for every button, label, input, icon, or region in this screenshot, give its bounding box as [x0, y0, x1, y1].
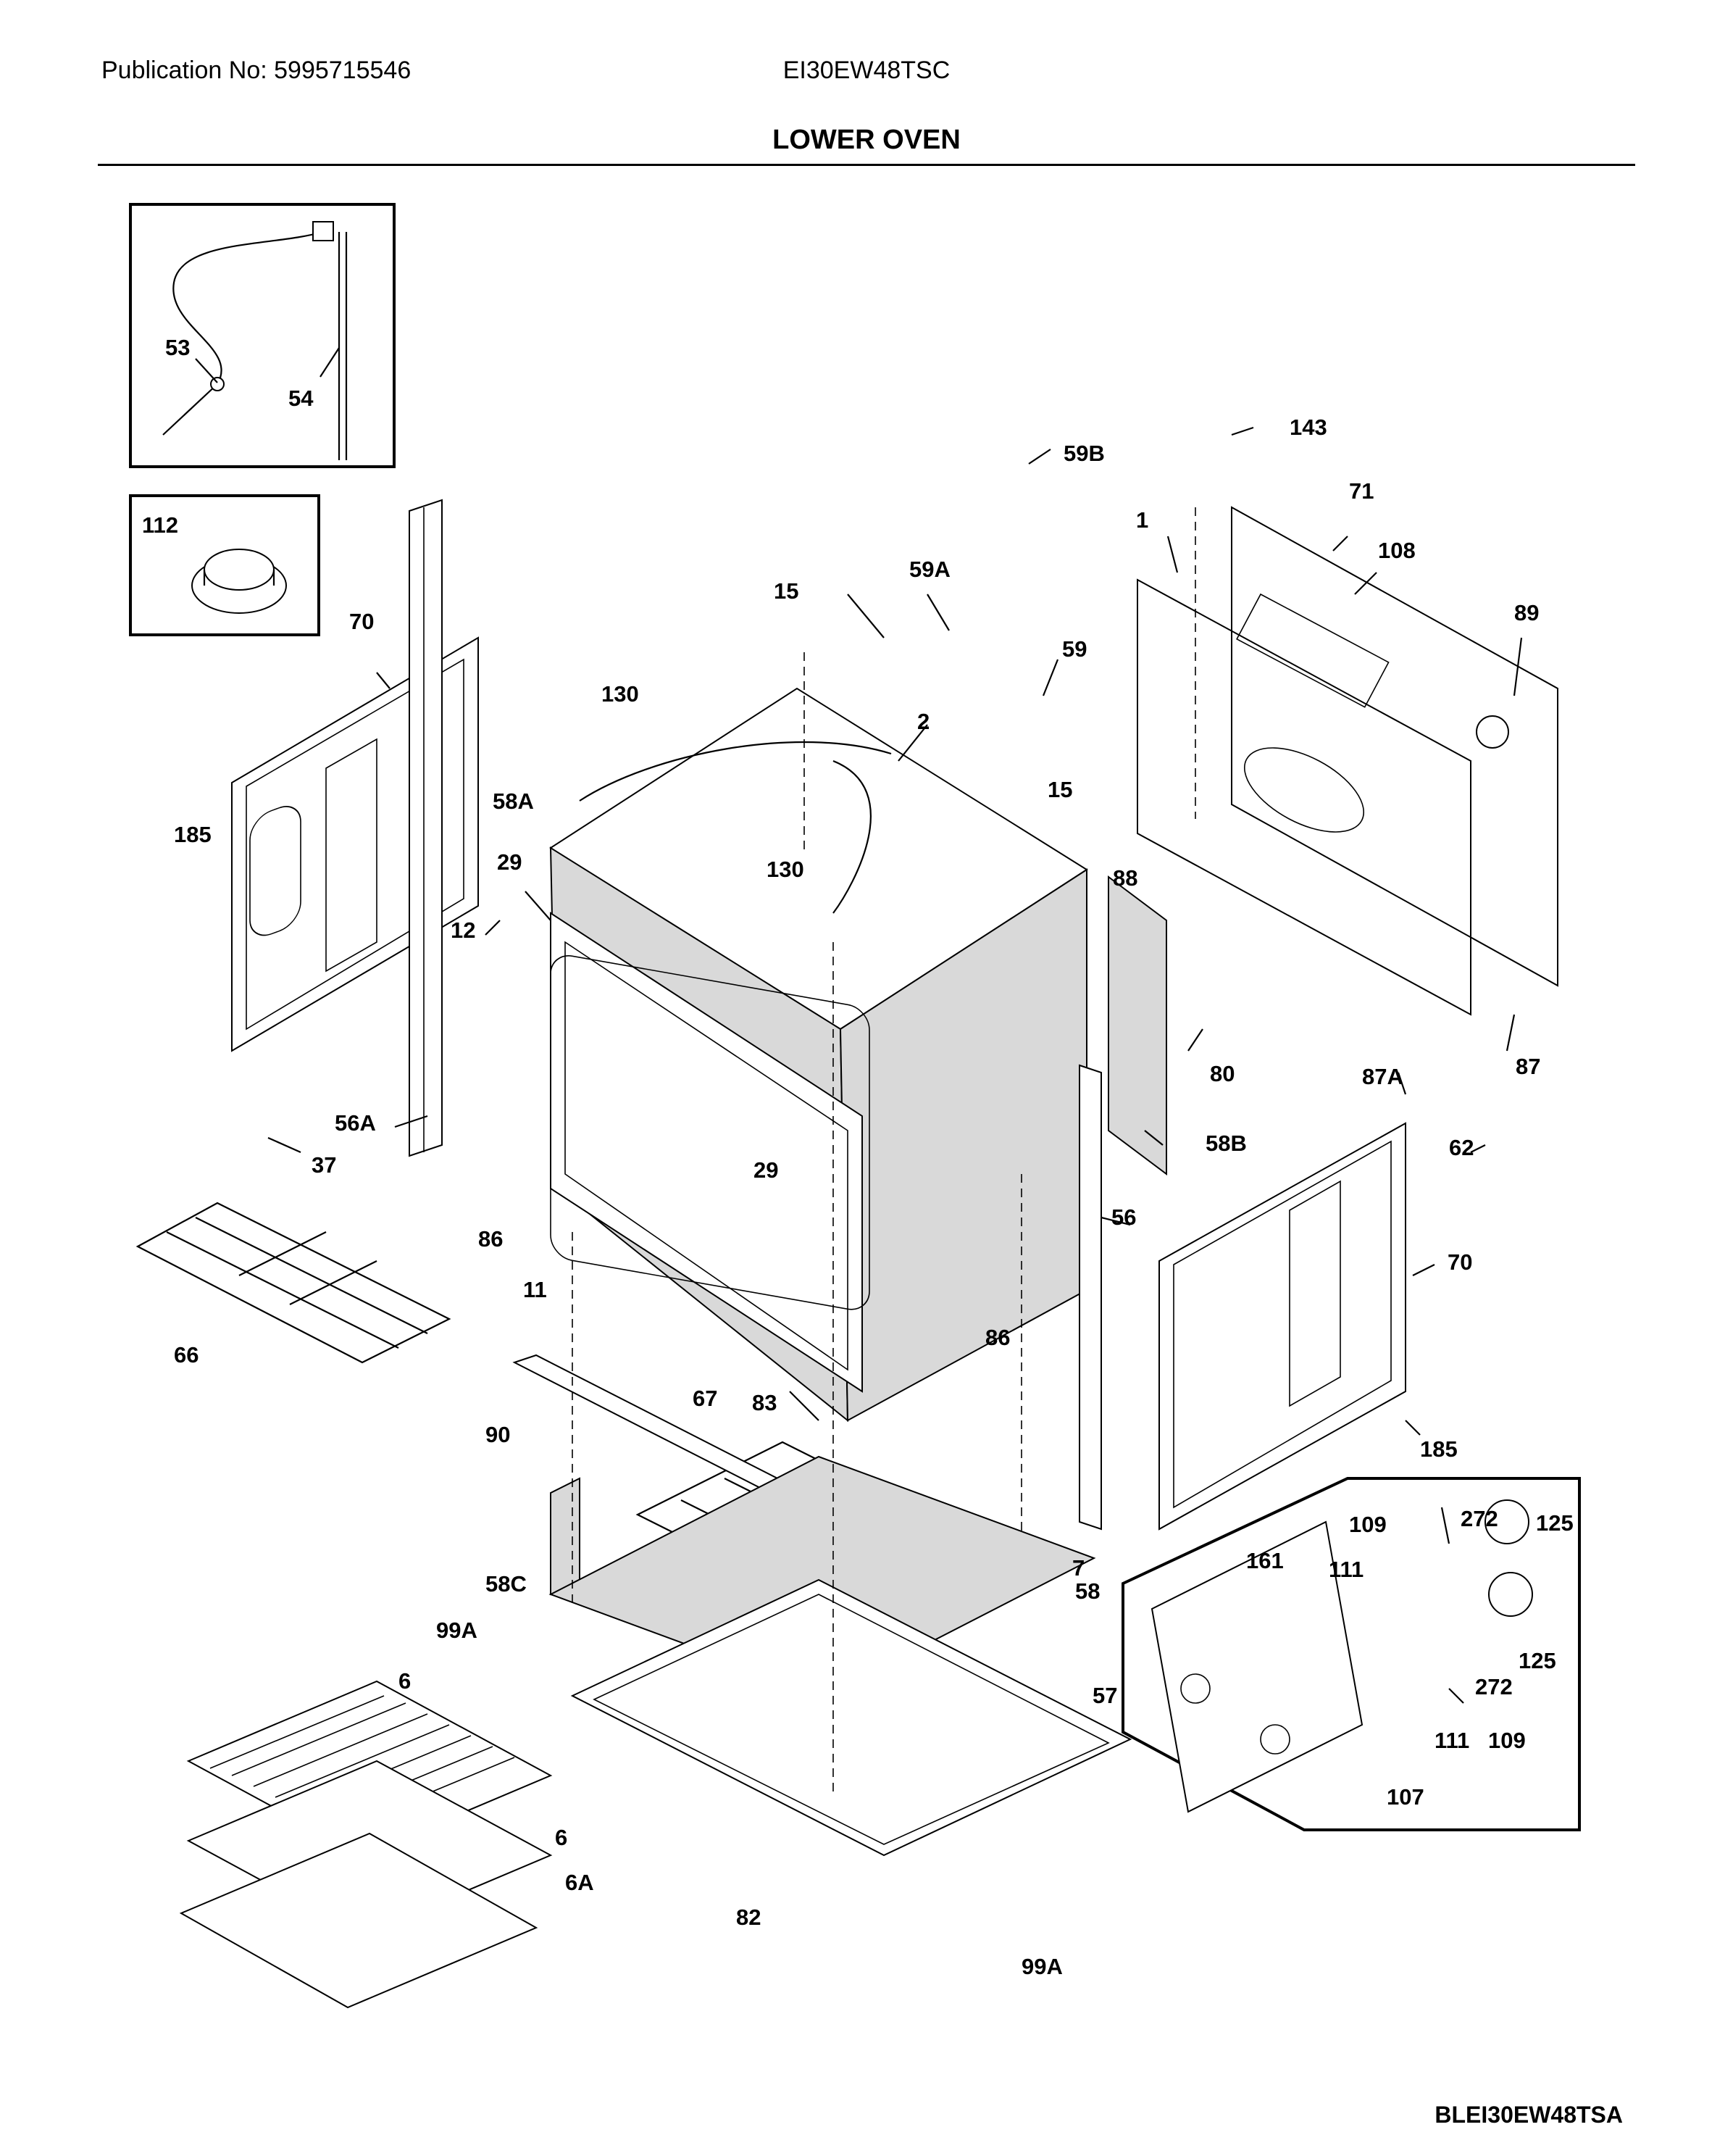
- label-57: 57: [1093, 1683, 1117, 1708]
- publication-number: Publication No: 5995715546: [101, 57, 412, 84]
- label-143: 143: [1290, 415, 1327, 440]
- label-88: 88: [1113, 865, 1137, 891]
- bottom-tray-82: [570, 1578, 1132, 1857]
- label-272-top: 272: [1461, 1506, 1498, 1531]
- label-86-right: 86: [985, 1325, 1010, 1350]
- label-15-left: 15: [774, 578, 798, 604]
- label-125-bottom: 125: [1519, 1648, 1556, 1673]
- label-29-door: 29: [753, 1157, 778, 1183]
- label-6-mid: 6: [555, 1825, 567, 1850]
- label-11: 11: [523, 1277, 547, 1302]
- label-185-right: 185: [1420, 1436, 1458, 1462]
- front-trim-56: [1079, 1064, 1102, 1531]
- label-109-top: 109: [1349, 1512, 1387, 1537]
- label-89: 89: [1514, 600, 1539, 625]
- label-130-mid: 130: [767, 857, 804, 882]
- label-86-left: 86: [478, 1226, 503, 1252]
- label-185-left: 185: [174, 822, 212, 847]
- label-2: 2: [917, 709, 930, 734]
- label-6a: 6A: [565, 1870, 594, 1895]
- label-6-top: 6: [398, 1668, 411, 1694]
- label-7: 7: [1072, 1555, 1085, 1581]
- door-frame-seal-58b: [1108, 875, 1167, 1175]
- label-83: 83: [752, 1390, 777, 1415]
- label-67: 67: [693, 1386, 717, 1411]
- leader-lines: [195, 347, 1523, 1704]
- label-107: 107: [1387, 1784, 1424, 1810]
- title-divider: [98, 164, 1635, 166]
- label-90: 90: [485, 1422, 510, 1447]
- alignment-lines: [572, 507, 1196, 1797]
- label-58c: 58C: [485, 1571, 527, 1597]
- oven-rack-6a: [179, 1832, 538, 2009]
- drawing-code: BLEI30EW48TSA: [1435, 2102, 1623, 2128]
- label-56: 56: [1111, 1204, 1136, 1230]
- label-37: 37: [312, 1152, 336, 1178]
- model-number: EI30EW48TSC: [782, 57, 951, 84]
- right-side-panel: [1158, 1122, 1406, 1531]
- page-title: LOWER OVEN: [772, 125, 961, 155]
- label-125-top: 125: [1536, 1510, 1574, 1536]
- label-112: 112: [142, 512, 178, 538]
- part-labels: 53 54 112 70 185 56A 37 66 86 11 29 12 5…: [142, 335, 1574, 1979]
- label-99a-left: 99A: [436, 1618, 477, 1643]
- label-58a: 58A: [493, 788, 534, 814]
- label-109-bottom: 109: [1488, 1728, 1526, 1753]
- label-1: 1: [1136, 507, 1148, 533]
- inset-sensor-box: [129, 203, 396, 468]
- label-54: 54: [288, 386, 314, 411]
- label-111-top: 111: [1329, 1557, 1364, 1582]
- label-70-left: 70: [349, 609, 374, 634]
- oven-cavity: [549, 687, 1088, 1423]
- label-111-bottom: 111: [1435, 1728, 1469, 1753]
- label-70-right: 70: [1448, 1249, 1472, 1275]
- label-59a: 59A: [909, 557, 951, 582]
- label-161: 161: [1246, 1548, 1284, 1573]
- label-58: 58: [1075, 1578, 1100, 1604]
- left-side-rail: [409, 499, 443, 1157]
- label-66: 66: [174, 1342, 199, 1368]
- label-53: 53: [165, 335, 190, 360]
- label-62: 62: [1449, 1135, 1474, 1160]
- label-71: 71: [1349, 478, 1374, 504]
- label-82: 82: [736, 1905, 761, 1930]
- label-80: 80: [1210, 1061, 1235, 1086]
- rear-panel-assembly: [1137, 506, 1558, 1016]
- label-99a-right: 99A: [1022, 1954, 1063, 1979]
- label-58b: 58B: [1206, 1131, 1247, 1156]
- label-130-top: 130: [601, 681, 639, 707]
- label-87: 87: [1516, 1054, 1540, 1079]
- label-15-right: 15: [1048, 777, 1072, 802]
- label-59: 59: [1062, 636, 1087, 662]
- label-272-bottom: 272: [1475, 1674, 1513, 1699]
- broil-element-66: [135, 1202, 451, 1364]
- label-59b: 59B: [1064, 441, 1105, 466]
- label-29-top: 29: [497, 849, 522, 875]
- label-87a: 87A: [1362, 1064, 1403, 1089]
- convection-inset-box: [1122, 1477, 1581, 1831]
- label-108: 108: [1378, 538, 1416, 563]
- label-12: 12: [451, 917, 475, 943]
- label-56a: 56A: [335, 1110, 376, 1136]
- inset-thermostat-box: [129, 494, 320, 636]
